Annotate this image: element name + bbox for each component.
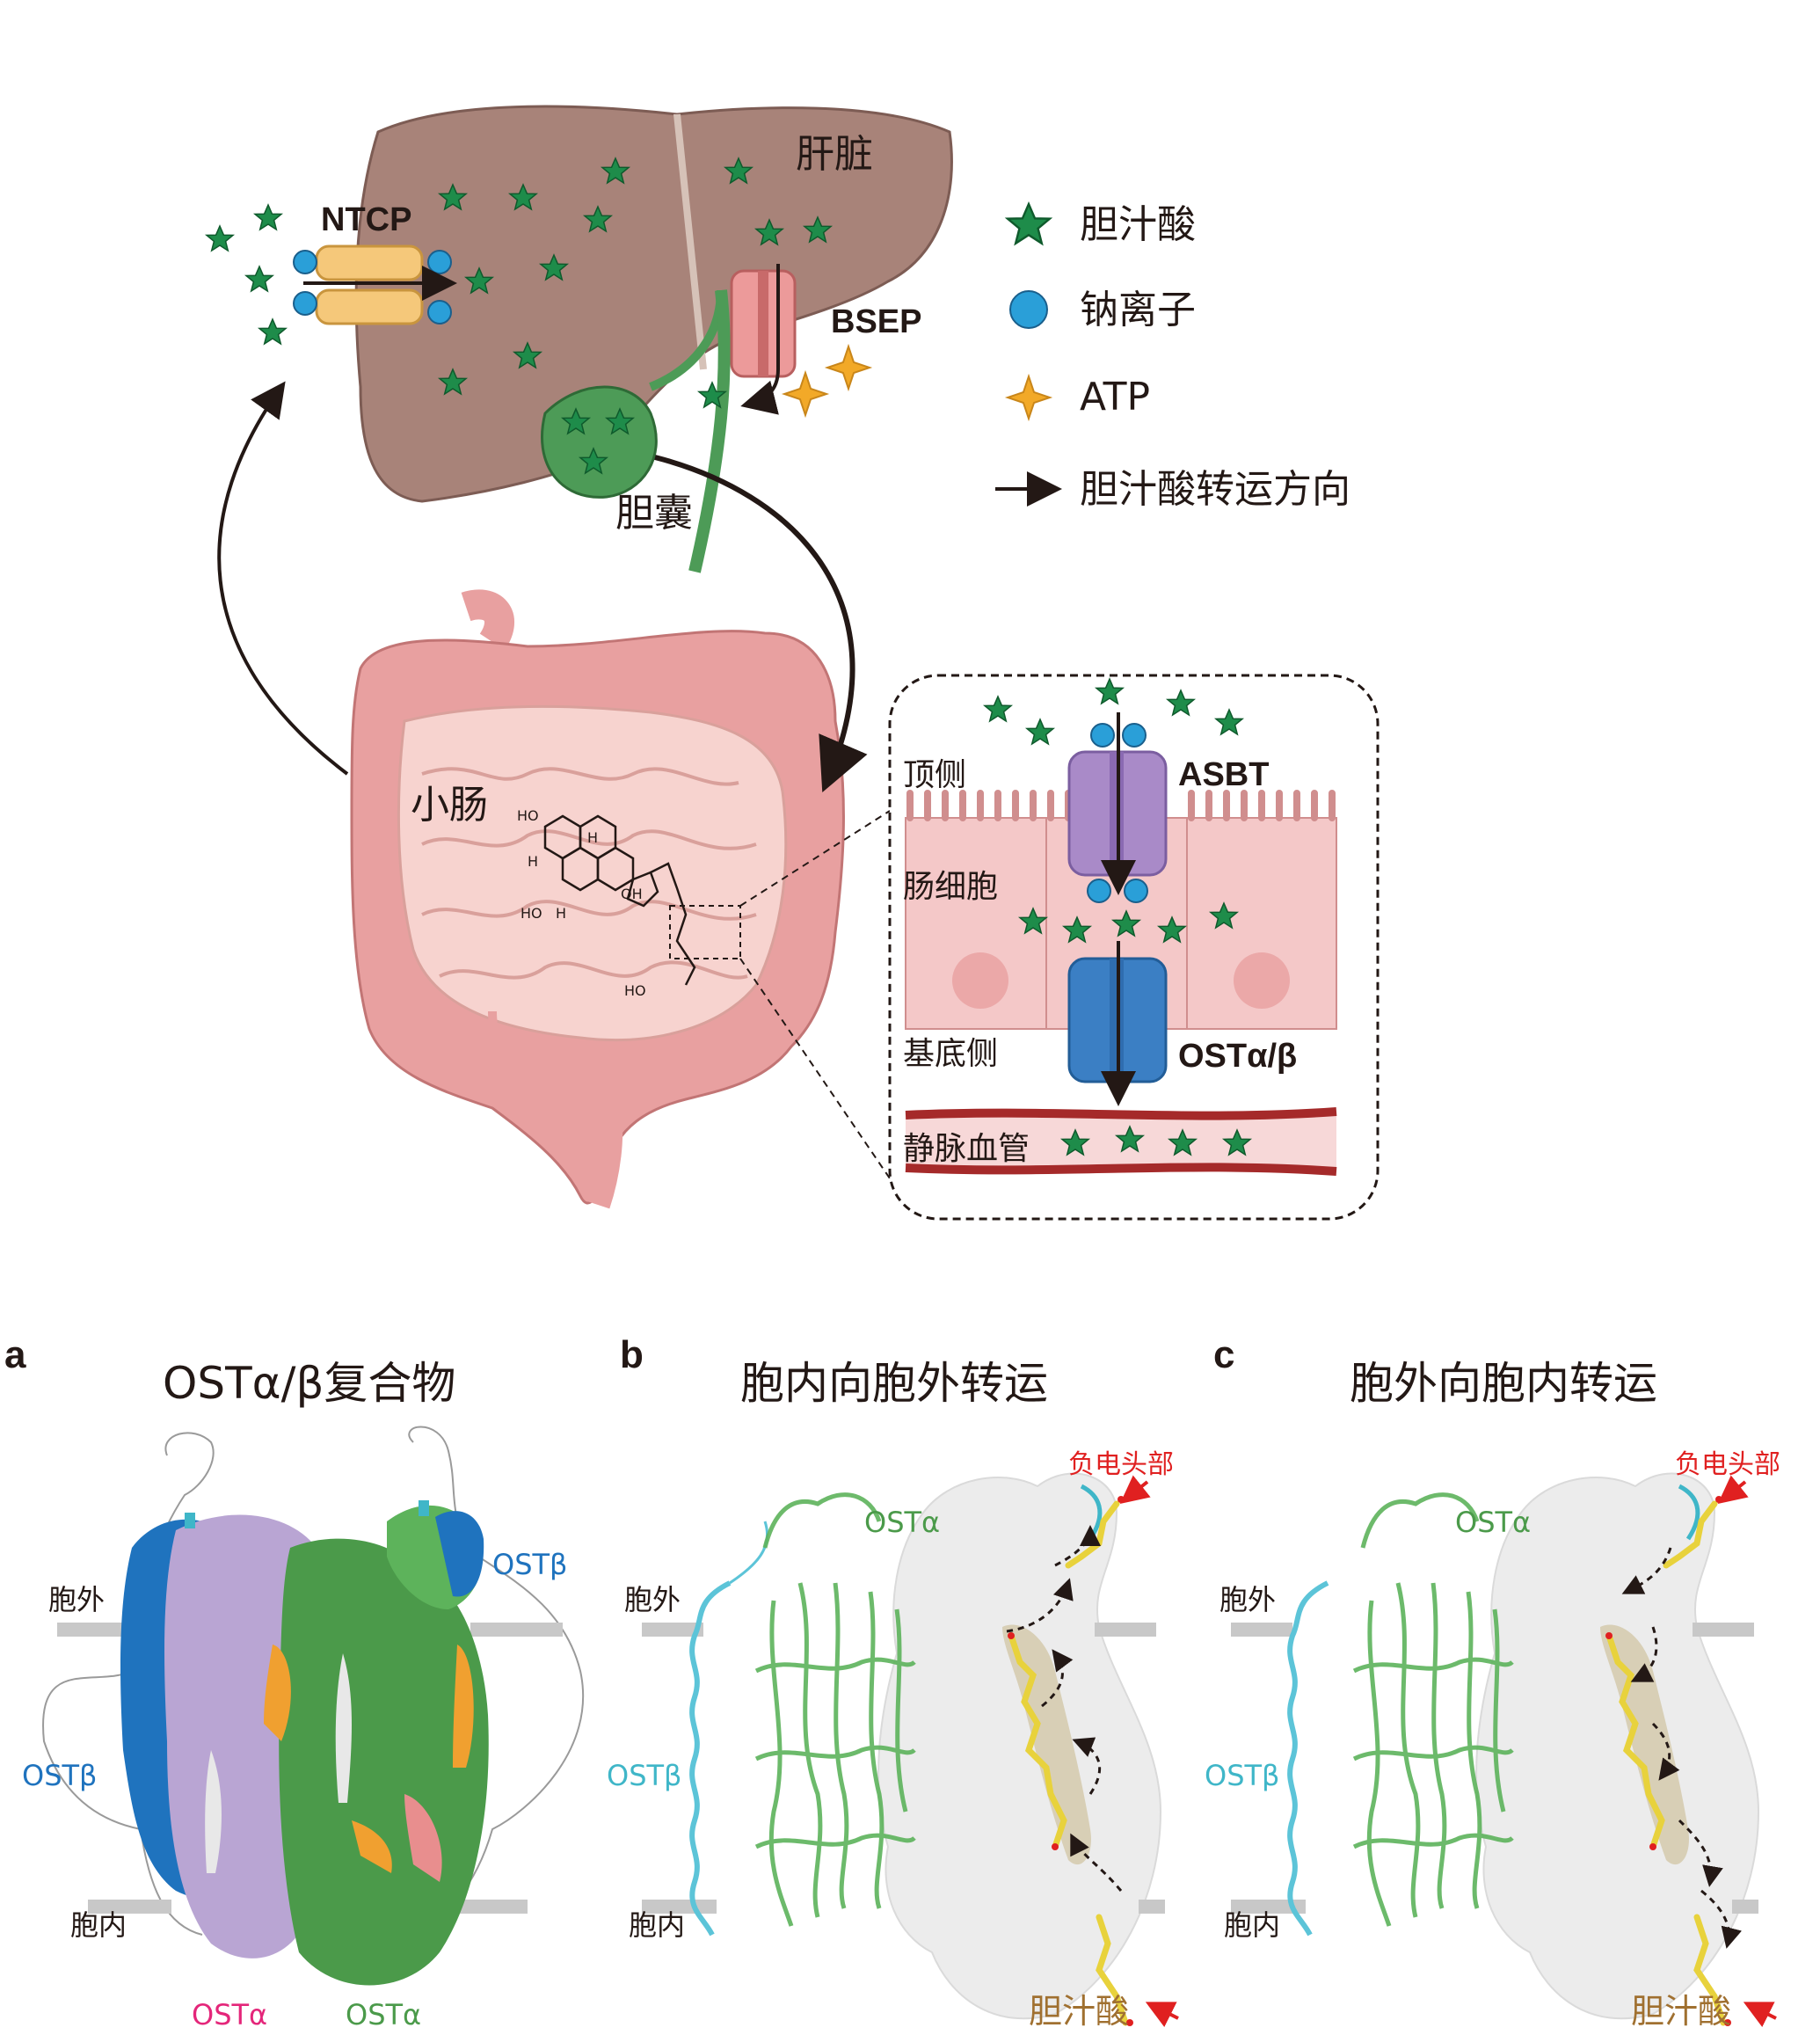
basolateral-label: 基底侧: [903, 1036, 998, 1072]
gallbladder: [541, 289, 731, 573]
asbt-transporter: [1067, 712, 1168, 903]
legend: 胆汁酸 钠离子 ATP 胆汁酸转运方向: [995, 202, 1350, 512]
panel-b: b 胞内向胞外转运: [607, 1333, 1179, 2031]
molecule-h-2: H: [587, 829, 598, 846]
panel-b-head: 负电头部: [1068, 1449, 1174, 1480]
legend-sodium: 钠离子: [1080, 288, 1196, 332]
panel-c-title: 胞外向胞内转运: [1350, 1358, 1657, 1409]
panel-b-bile-acid: 胆汁酸: [1029, 1992, 1129, 2031]
apical-label: 顶侧: [903, 757, 966, 793]
molecule-ho-2: HO: [521, 905, 542, 922]
gallbladder-label: 胆囊: [615, 491, 693, 536]
legend-transport: 胆汁酸转运方向: [1080, 467, 1350, 512]
vein-label: 静脉血管: [903, 1131, 1030, 1167]
panel-a-osta-left: OSTα: [192, 1998, 267, 2031]
panel-b-extracellular: 胞外: [624, 1583, 681, 1616]
panel-a-extracellular: 胞外: [48, 1583, 105, 1616]
ntcp-label: NTCP: [321, 201, 411, 238]
legend-atp-star-icon: [1007, 376, 1051, 419]
molecule-ho-1: HO: [517, 807, 539, 824]
secretion-arrow: [654, 455, 868, 793]
ntcp-transporter: [293, 244, 457, 325]
panel-c-head: 负电头部: [1675, 1449, 1780, 1480]
zoom-line-top: [739, 810, 891, 907]
legend-star-icon: [1006, 202, 1052, 244]
legend-bile-acid: 胆汁酸: [1080, 202, 1196, 247]
molecule-oh: OH: [621, 886, 643, 902]
molecule-h-1: H: [528, 853, 538, 870]
ost-transporter: [1067, 941, 1168, 1106]
panel-c-ostb: OSTβ: [1205, 1759, 1279, 1792]
panel-c-osta: OSTα: [1455, 1506, 1531, 1539]
molecule-h-3: H: [556, 905, 566, 922]
panel-c-extracellular: 胞外: [1219, 1583, 1276, 1616]
bile-acid-structure: [543, 814, 696, 986]
panel-b-intracellular: 胞内: [629, 1908, 685, 1942]
panel-c-letter: c: [1213, 1333, 1234, 1376]
molecule-cooh: HO: [624, 982, 646, 999]
panel-a-title: OSTα/β复合物: [163, 1358, 455, 1409]
small-intestine: [350, 589, 845, 1209]
asbt-label: ASBT: [1178, 756, 1269, 793]
bsep-label: BSEP: [831, 303, 921, 340]
panel-b-title: 胞内向胞外转运: [740, 1358, 1048, 1409]
panel-a-osta-right: OSTα: [346, 1998, 421, 2031]
ntcp-bile-acids: [206, 204, 287, 345]
panel-b-letter: b: [620, 1333, 644, 1376]
legend-circle-icon: [1009, 290, 1048, 329]
panel-c: c 胞外向胞内转运: [1205, 1333, 1780, 2031]
panel-c-bile-acid: 胆汁酸: [1631, 1992, 1731, 2031]
legend-atp: ATP: [1080, 375, 1150, 419]
panel-a-intracellular: 胞内: [70, 1908, 127, 1942]
enterocyte-label: 肠细胞: [903, 869, 998, 905]
panel-a-letter: a: [4, 1333, 26, 1376]
panel-a-ostb-left: OSTβ: [22, 1759, 97, 1792]
small-intestine-label: 小肠: [411, 783, 488, 828]
vein: [905, 1107, 1337, 1176]
panel-b-ostb: OSTβ: [607, 1759, 681, 1792]
panel-a-ostb-right: OSTβ: [492, 1548, 567, 1581]
bsep-transporter: [730, 264, 870, 416]
liver-label: 肝脏: [796, 132, 873, 177]
ost-label: OSTα/β: [1178, 1038, 1297, 1075]
zoom-region: [669, 905, 741, 959]
panel-c-intracellular: 胞内: [1224, 1908, 1280, 1942]
panel-a: a OSTα/β复合物 胞外 胞内 OSTβ OSTβ OSTα OSTα: [4, 1333, 585, 2031]
return-arrow: [217, 381, 349, 776]
panel-b-osta: OSTα: [864, 1506, 940, 1539]
